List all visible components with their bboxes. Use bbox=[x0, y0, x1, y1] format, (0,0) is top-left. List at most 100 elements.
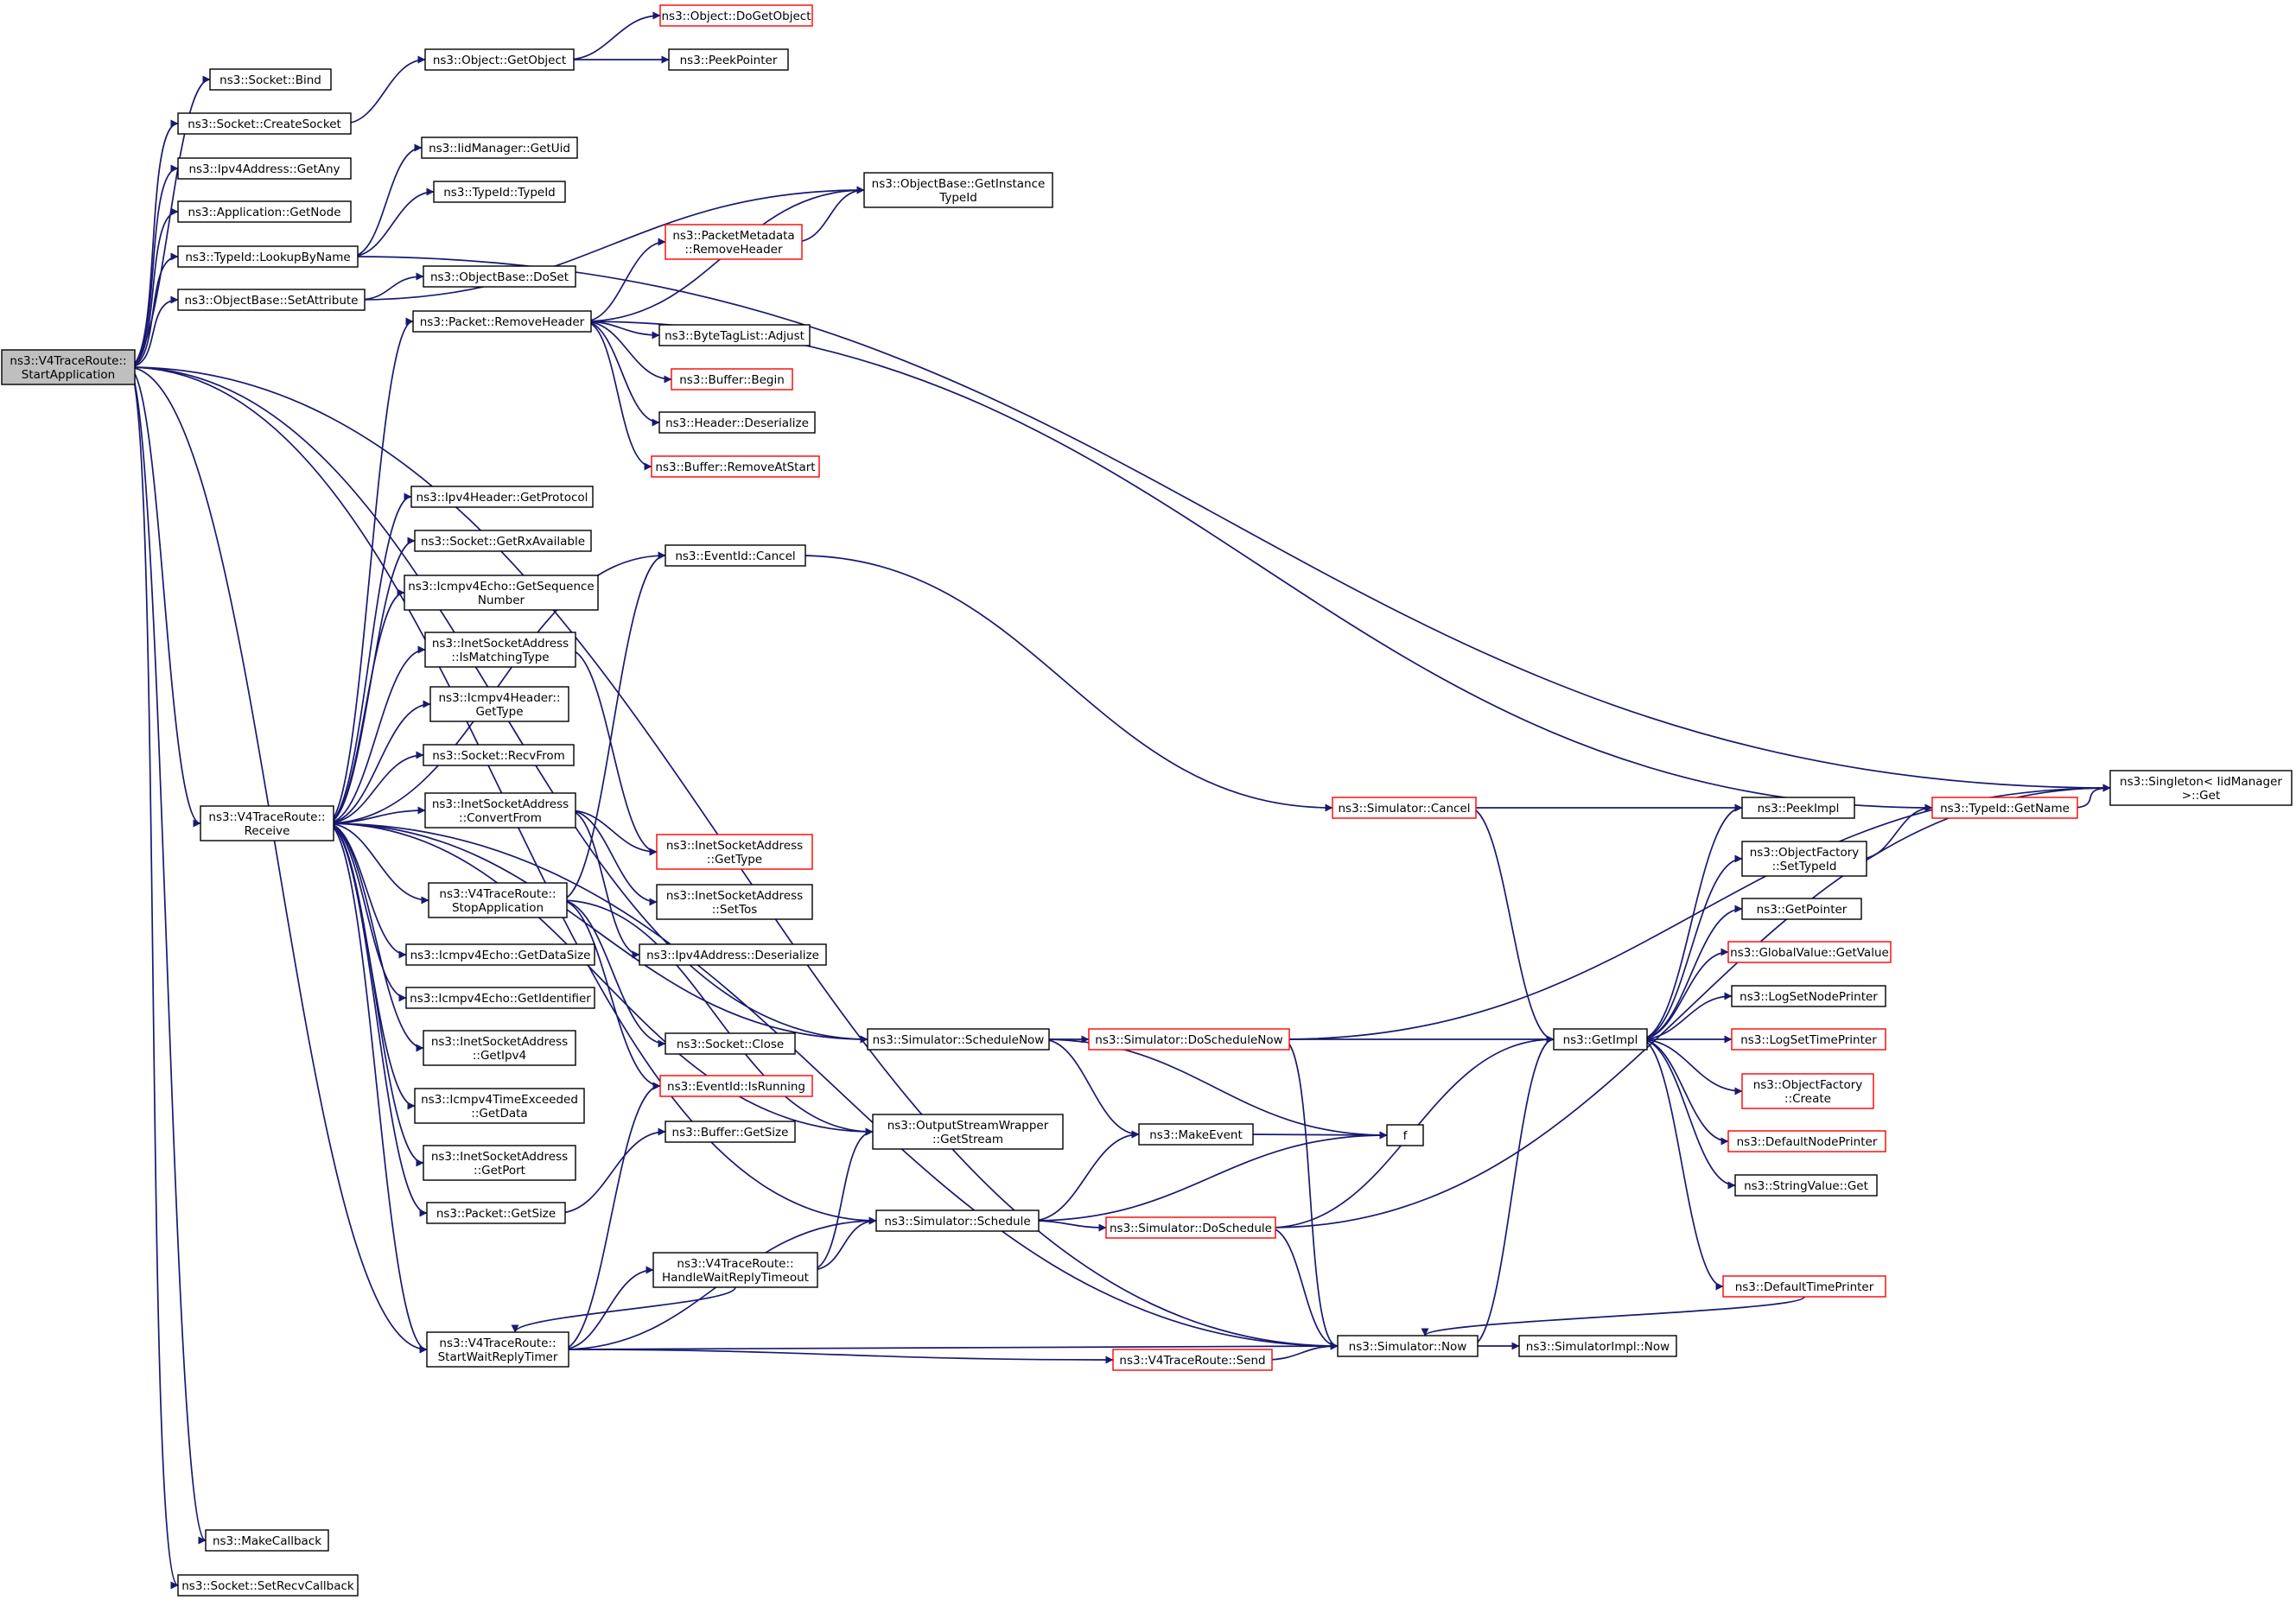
node-f[interactable]: f bbox=[1386, 1124, 1424, 1146]
node-singletonget[interactable]: ns3::Singleton< IidManager>::Get bbox=[2109, 770, 2293, 806]
node-box bbox=[429, 686, 569, 722]
node-simnow[interactable]: ns3::Simulator::Now bbox=[1337, 1335, 1479, 1357]
node-eventcancel[interactable]: ns3::EventId::Cancel bbox=[665, 544, 806, 567]
node-label: ::SetTos bbox=[712, 903, 758, 917]
node-getnode[interactable]: ns3::Application::GetNode bbox=[177, 200, 352, 223]
node-schedule[interactable]: ns3::Simulator::Schedule bbox=[875, 1210, 1040, 1232]
node-getuid[interactable]: ns3::IidManager::GetUid bbox=[421, 137, 578, 159]
node-label: ns3::DefaultNodePrinter bbox=[1737, 1135, 1878, 1149]
node-handlewaitreplytimeout[interactable]: ns3::V4TraceRoute::HandleWaitReplyTimeou… bbox=[652, 1252, 818, 1288]
node-getdatasize[interactable]: ns3::Icmpv4Echo::GetDataSize bbox=[405, 943, 595, 966]
node-lookupbyname[interactable]: ns3::TypeId::LookupByName bbox=[177, 245, 359, 268]
node-ipv4deserialize[interactable]: ns3::Ipv4Address::Deserialize bbox=[639, 943, 827, 966]
node-doschedulenow[interactable]: ns3::Simulator::DoScheduleNow bbox=[1088, 1028, 1290, 1051]
node-settos[interactable]: ns3::InetSocketAddress::SetTos bbox=[656, 884, 813, 920]
node-packetgetsize[interactable]: ns3::Packet::GetSize bbox=[426, 1202, 566, 1224]
node-getport[interactable]: ns3::InetSocketAddress::GetPort bbox=[423, 1145, 576, 1181]
node-convertfrom[interactable]: ns3::InetSocketAddress::ConvertFrom bbox=[424, 792, 576, 829]
node-receive[interactable]: ns3::V4TraceRoute::Receive bbox=[200, 805, 334, 841]
node-icmpgettype[interactable]: ns3::Icmpv4Header::GetType bbox=[429, 686, 569, 722]
node-box bbox=[424, 48, 575, 71]
node-ismatchingtype[interactable]: ns3::InetSocketAddress::IsMatchingType bbox=[424, 632, 576, 668]
node-getany[interactable]: ns3::Ipv4Address::GetAny bbox=[177, 157, 352, 180]
node-makecallback[interactable]: ns3::MakeCallback bbox=[205, 1529, 329, 1552]
node-label: ns3::Socket::SetRecvCallback bbox=[181, 1579, 354, 1593]
node-typeidgetname[interactable]: ns3::TypeId::GetName bbox=[1931, 797, 2078, 819]
node-setrecvcallback[interactable]: ns3::Socket::SetRecvCallback bbox=[177, 1574, 359, 1597]
node-getobject[interactable]: ns3::Object::GetObject bbox=[424, 48, 575, 71]
node-label: ns3::Icmpv4Echo::GetDataSize bbox=[410, 949, 591, 962]
node-schedulenow[interactable]: ns3::Simulator::ScheduleNow bbox=[867, 1028, 1050, 1051]
node-getipv4[interactable]: ns3::InetSocketAddress::GetIpv4 bbox=[423, 1030, 576, 1066]
node-simcancel[interactable]: ns3::Simulator::Cancel bbox=[1332, 797, 1477, 819]
edge-schedulenow-to-f bbox=[1041, 1038, 1388, 1140]
node-box bbox=[656, 834, 813, 870]
node-createsocket[interactable]: ns3::Socket::CreateSocket bbox=[177, 112, 352, 135]
node-label: ns3::LogSetNodePrinter bbox=[1739, 990, 1878, 1004]
node-defaulttimeprinter[interactable]: ns3::DefaultTimePrinter bbox=[1722, 1275, 1886, 1298]
node-setattribute[interactable]: ns3::ObjectBase::SetAttribute bbox=[177, 289, 366, 311]
node-label: ::IsMatchingType bbox=[451, 651, 549, 664]
node-label: ns3::PeekPointer bbox=[680, 54, 778, 67]
node-root[interactable]: ns3::V4TraceRoute::StartApplication bbox=[1, 349, 136, 385]
edge-root-to-makecallback bbox=[127, 366, 207, 1545]
node-globalgetvalue[interactable]: ns3::GlobalValue::GetValue bbox=[1727, 941, 1892, 963]
node-pmremoveheader[interactable]: ns3::PacketMetadata::RemoveHeader bbox=[665, 224, 803, 260]
node-isrunning[interactable]: ns3::EventId::IsRunning bbox=[659, 1075, 813, 1097]
node-box bbox=[659, 1075, 813, 1097]
node-removeatstart[interactable]: ns3::Buffer::RemoveAtStart bbox=[651, 455, 820, 478]
node-buffergetsize[interactable]: ns3::Buffer::GetSize bbox=[665, 1121, 796, 1143]
node-makeevent[interactable]: ns3::MakeEvent bbox=[1138, 1123, 1254, 1146]
edge-stopapplication-to-getstream bbox=[559, 899, 874, 1136]
node-logsetnodeprinter[interactable]: ns3::LogSetNodePrinter bbox=[1731, 985, 1886, 1007]
edge-removeheader-to-typeidgetname bbox=[583, 321, 1933, 812]
node-getprotocol[interactable]: ns3::Ipv4Header::GetProtocol bbox=[410, 486, 594, 508]
node-socketclose[interactable]: ns3::Socket::Close bbox=[665, 1032, 796, 1055]
edge-receive-to-removeheader bbox=[326, 317, 414, 824]
node-getidentifier[interactable]: ns3::Icmpv4Echo::GetIdentifier bbox=[405, 987, 595, 1009]
node-bind[interactable]: ns3::Socket::Bind bbox=[209, 68, 332, 91]
node-label: ns3::Icmpv4Header:: bbox=[439, 691, 561, 705]
node-startwaitreplytimer[interactable]: ns3::V4TraceRoute::StartWaitReplyTimer bbox=[426, 1331, 569, 1368]
node-doschedule[interactable]: ns3::Simulator::DoSchedule bbox=[1105, 1216, 1276, 1239]
node-doset[interactable]: ns3::ObjectBase::DoSet bbox=[423, 265, 576, 288]
node-label: ns3::InetSocketAddress bbox=[432, 797, 569, 811]
node-dogetobject[interactable]: ns3::Object::DoGetObject bbox=[659, 4, 813, 27]
node-simimplnow[interactable]: ns3::SimulatorImpl::Now bbox=[1518, 1335, 1677, 1357]
node-stringvalueget[interactable]: ns3::StringValue::Get bbox=[1734, 1174, 1878, 1197]
node-typeid[interactable]: ns3::TypeId::TypeId bbox=[433, 181, 566, 203]
edge-receive-to-getsequencenumber bbox=[326, 588, 405, 824]
edge-startwaitreplytimer-to-send bbox=[561, 1349, 1114, 1364]
node-getrxavailable[interactable]: ns3::Socket::GetRxAvailable bbox=[414, 530, 592, 552]
node-box bbox=[1112, 1349, 1273, 1371]
node-label: ns3::SimulatorImpl::Now bbox=[1526, 1340, 1670, 1354]
node-settypeid[interactable]: ns3::ObjectFactory::SetTypeId bbox=[1741, 841, 1867, 877]
node-inetgettype[interactable]: ns3::InetSocketAddress::GetType bbox=[656, 834, 813, 870]
node-label: ns3::EventId::IsRunning bbox=[667, 1080, 805, 1094]
edge-removeheader-to-removeatstart bbox=[583, 321, 652, 471]
node-getpointer[interactable]: ns3::GetPointer bbox=[1741, 898, 1862, 920]
node-deserialize[interactable]: ns3::Header::Deserialize bbox=[658, 411, 816, 434]
edge-makeevent-to-f bbox=[1245, 1131, 1388, 1140]
node-logsettimeprinter[interactable]: ns3::LogSetTimePrinter bbox=[1731, 1028, 1886, 1051]
node-box bbox=[1741, 1073, 1874, 1109]
node-defaultnodeprinter[interactable]: ns3::DefaultNodePrinter bbox=[1727, 1130, 1886, 1152]
node-timeexceededgetdata[interactable]: ns3::Icmpv4TimeExceeded::GetData bbox=[414, 1088, 585, 1124]
node-adjust[interactable]: ns3::ByteTagList::Adjust bbox=[658, 324, 811, 346]
node-factorycreate[interactable]: ns3::ObjectFactory::Create bbox=[1741, 1073, 1874, 1109]
edge-ismatchingtype-to-inetgettype bbox=[568, 649, 658, 856]
node-label: ns3::Buffer::RemoveAtStart bbox=[655, 460, 815, 474]
edge-receive-to-simnow bbox=[326, 822, 1339, 1350]
node-removeheader[interactable]: ns3::Packet::RemoveHeader bbox=[412, 310, 592, 333]
node-getstream[interactable]: ns3::OutputStreamWrapper::GetStream bbox=[872, 1114, 1064, 1150]
node-getimpl[interactable]: ns3::GetImpl bbox=[1553, 1028, 1648, 1051]
node-stopapplication[interactable]: ns3::V4TraceRoute::StopApplication bbox=[428, 882, 568, 918]
node-recvfrom[interactable]: ns3::Socket::RecvFrom bbox=[423, 744, 575, 766]
node-peekimpl[interactable]: ns3::PeekImpl bbox=[1741, 797, 1855, 819]
node-label: ns3::EventId::Cancel bbox=[675, 549, 795, 563]
node-begin[interactable]: ns3::Buffer::Begin bbox=[671, 368, 793, 390]
node-peekpointer[interactable]: ns3::PeekPointer bbox=[668, 48, 789, 71]
node-send[interactable]: ns3::V4TraceRoute::Send bbox=[1112, 1349, 1273, 1371]
